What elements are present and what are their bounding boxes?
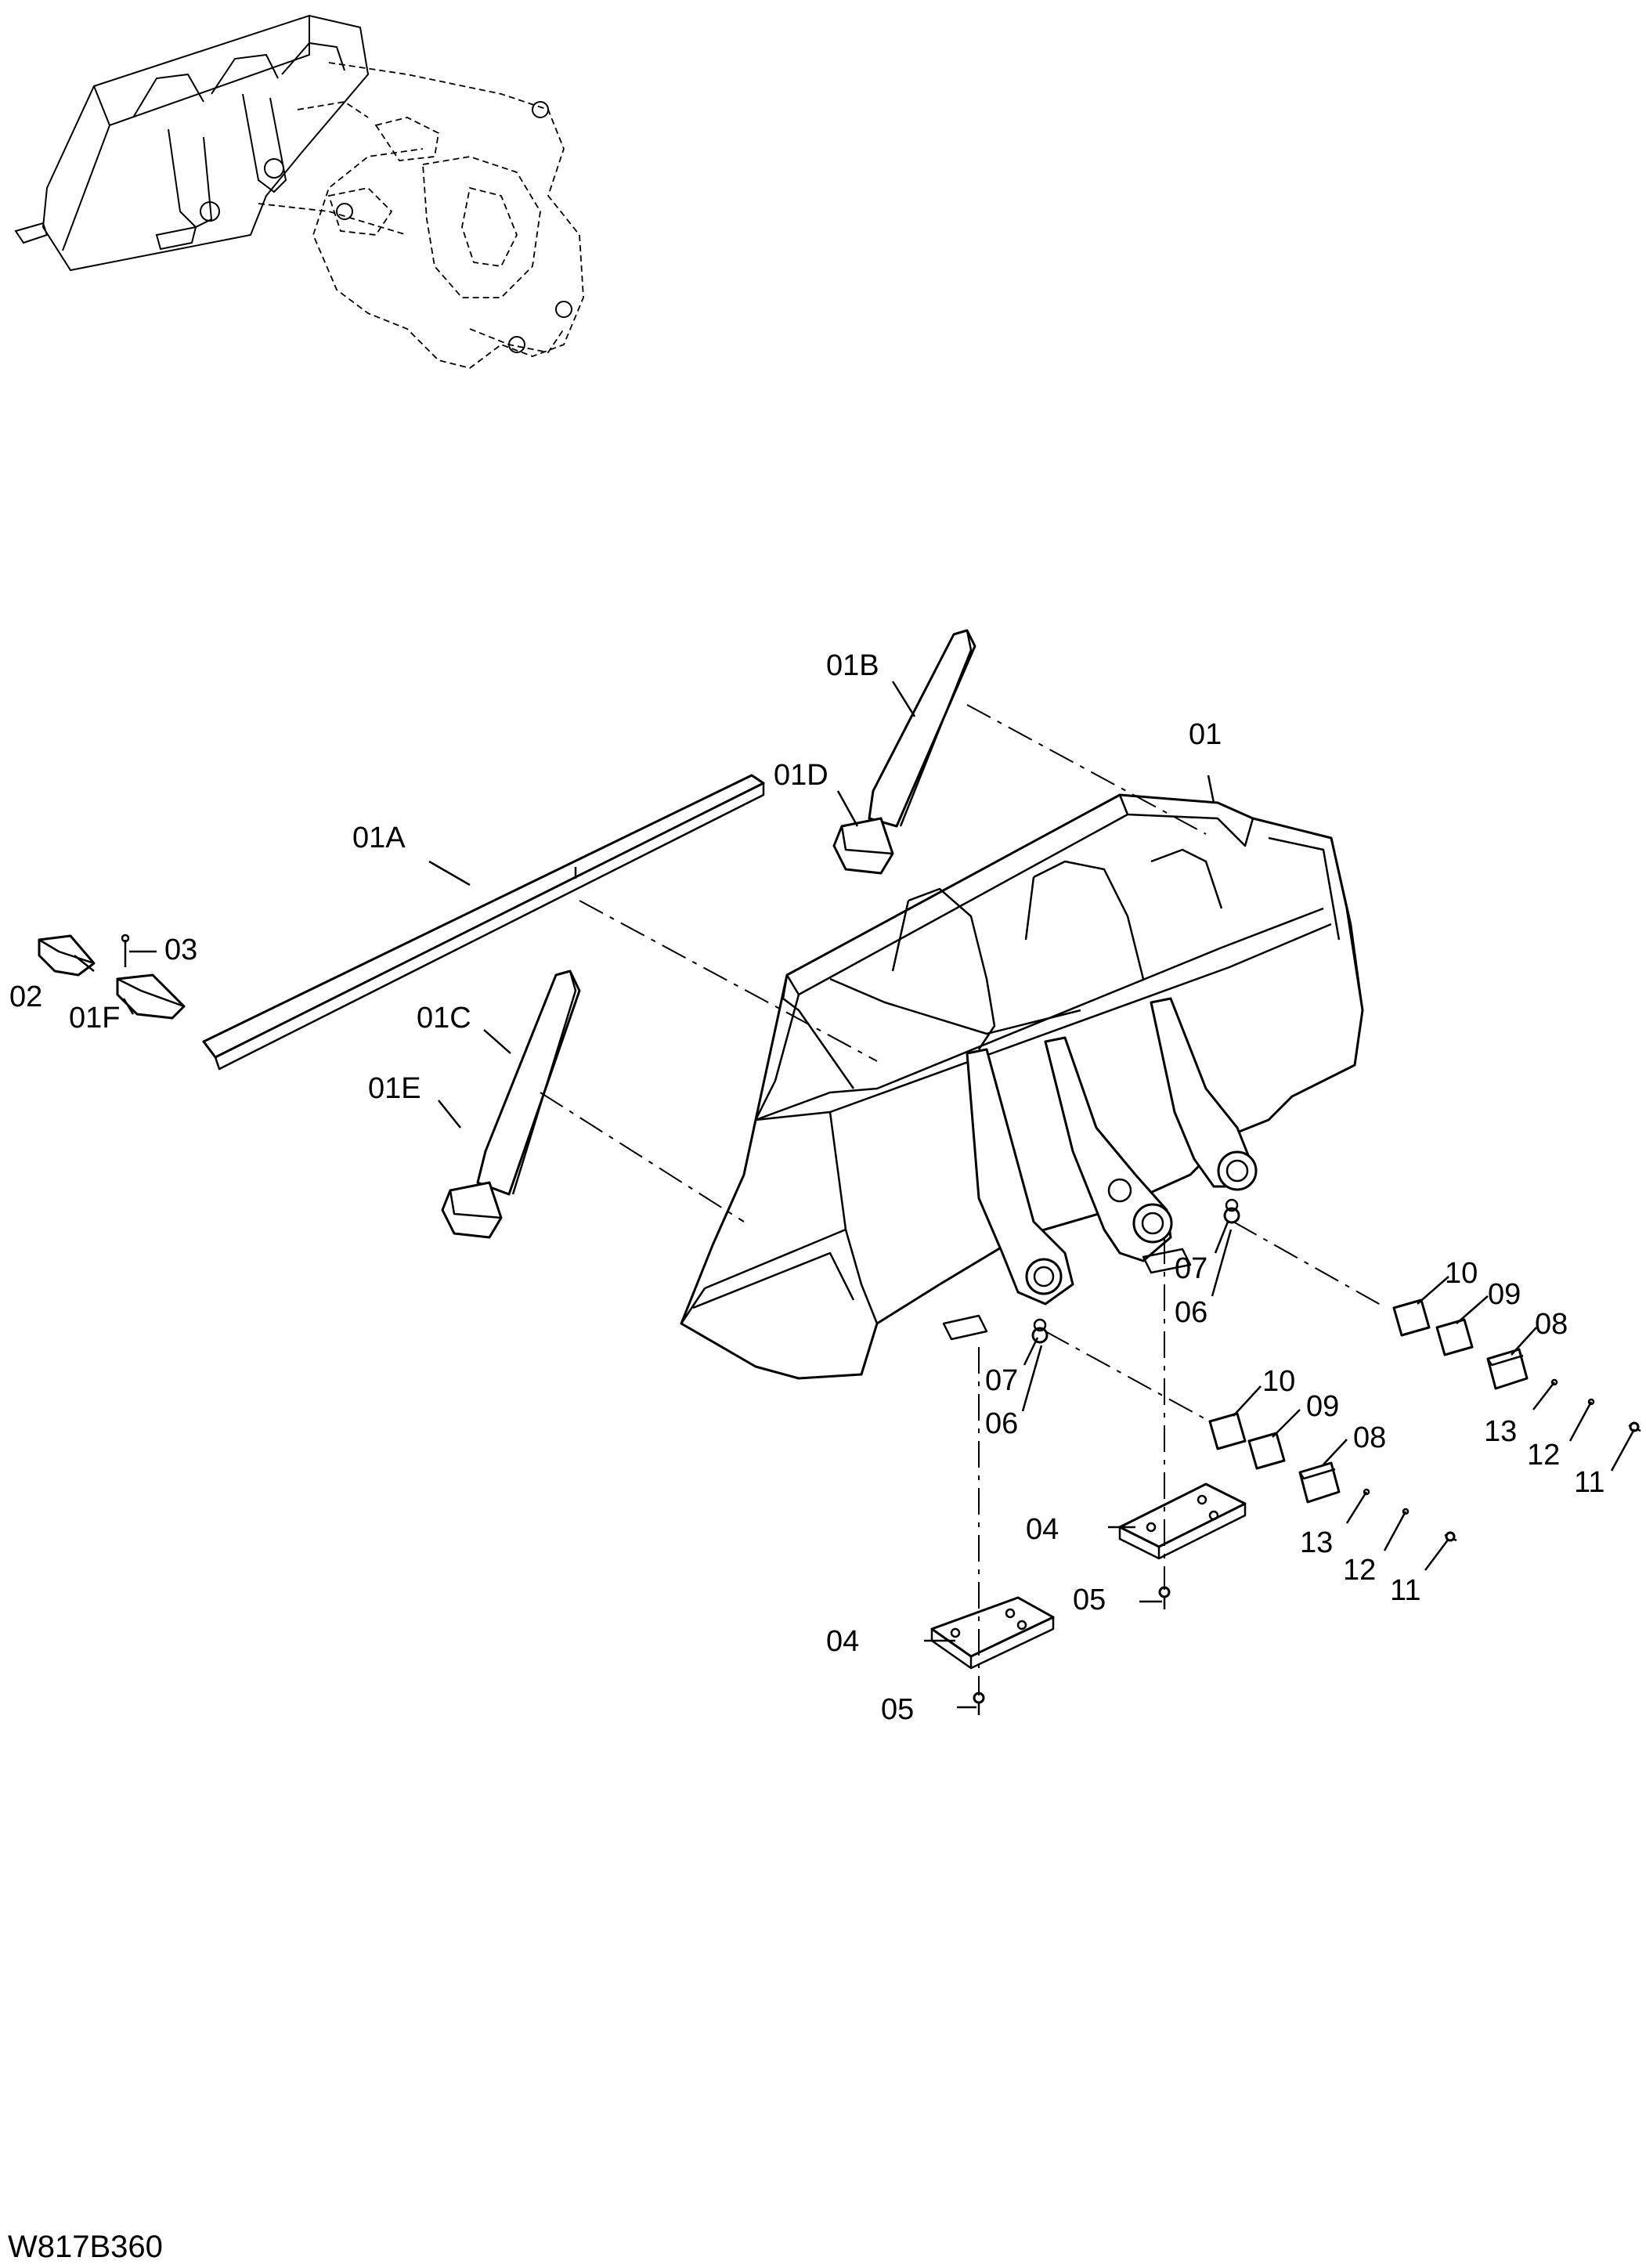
cutting-edge-01A — [202, 774, 765, 1071]
callout-01C: 01C — [417, 1002, 471, 1035]
callout-07-left: 07 — [985, 1364, 1018, 1397]
tooth-02 — [38, 934, 96, 977]
callout-05-right: 05 — [1073, 1584, 1106, 1616]
callout-13-right: 13 — [1484, 1415, 1517, 1448]
fasteners-right — [1550, 1378, 1641, 1432]
overview-thumbnail — [14, 14, 584, 369]
callout-09-mid: 09 — [1306, 1390, 1339, 1423]
callout-11-mid: 11 — [1390, 1574, 1420, 1607]
stopper-plate-04-right — [1118, 1483, 1247, 1560]
callout-11-right: 11 — [1574, 1466, 1604, 1499]
callout-06-right: 06 — [1175, 1296, 1207, 1329]
callout-08-mid: 08 — [1353, 1421, 1386, 1454]
callout-13-mid: 13 — [1300, 1526, 1333, 1559]
shim-stack-mid — [1208, 1412, 1341, 1504]
drawing-code: W817B360 — [8, 2230, 163, 2264]
callout-labels: 01 01A 01B 01D 01C 01E 01F 02 03 04 04 0… — [9, 649, 1604, 1726]
callout-10-mid: 10 — [1262, 1365, 1295, 1398]
bolt-06-07-right — [1223, 1198, 1240, 1224]
callout-12-mid: 12 — [1343, 1554, 1376, 1587]
callout-06-left: 06 — [985, 1407, 1018, 1440]
callout-01E: 01E — [368, 1072, 421, 1105]
side-cutter-01C — [476, 970, 581, 1196]
callout-03: 03 — [164, 934, 197, 966]
bolt-05-right — [1158, 1586, 1171, 1609]
pin-03 — [121, 934, 130, 967]
tooth-01F — [116, 973, 186, 1020]
callout-10-right: 10 — [1445, 1257, 1478, 1290]
callout-01A: 01A — [352, 822, 406, 854]
callout-08-right: 08 — [1535, 1308, 1568, 1341]
callout-04-left: 04 — [826, 1625, 859, 1658]
callout-09-right: 09 — [1488, 1278, 1521, 1311]
callout-01: 01 — [1189, 718, 1222, 751]
callout-07-right: 07 — [1175, 1252, 1207, 1285]
side-cutter-01B — [868, 629, 976, 828]
callout-01D: 01D — [774, 759, 828, 792]
callout-12-right: 12 — [1527, 1439, 1560, 1472]
callout-02: 02 — [9, 981, 42, 1013]
bucket-assembly — [680, 793, 1364, 1380]
callout-04-right: 04 — [1026, 1513, 1059, 1546]
callout-01B: 01B — [826, 649, 879, 682]
leader-lines — [74, 681, 1636, 1709]
fasteners-mid — [1363, 1488, 1457, 1542]
callout-05-left: 05 — [881, 1693, 914, 1726]
bolt-06-07-left — [1031, 1318, 1049, 1344]
assembly-lines — [540, 704, 1387, 1696]
wear-block-01D — [832, 817, 894, 875]
shim-stack-right — [1392, 1298, 1529, 1390]
wear-block-01E — [441, 1181, 503, 1239]
bolt-05-left — [973, 1692, 985, 1715]
callout-01F: 01F — [69, 1002, 120, 1035]
stopper-plate-04-left — [930, 1596, 1055, 1670]
